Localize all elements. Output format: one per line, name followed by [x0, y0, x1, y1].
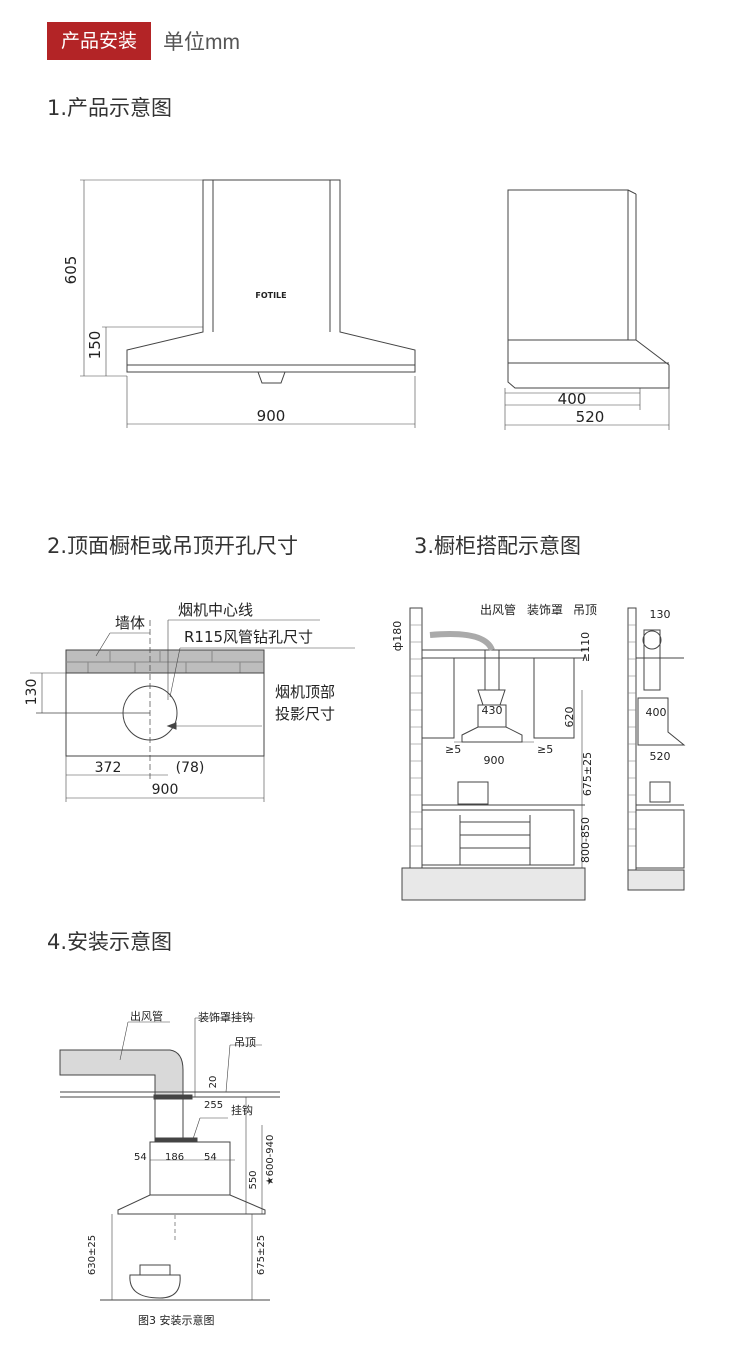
section-title-install: 4.安装示意图	[47, 930, 173, 954]
hood-handle	[257, 371, 286, 384]
duct-flex	[59, 1049, 184, 1096]
projection-rect	[65, 672, 265, 757]
product-diagram: FOTILE 605 150 900 400 520	[62, 179, 670, 430]
dim-520-cab: 520	[650, 750, 671, 763]
label-centerline: 烟机中心线	[178, 601, 253, 619]
section-header: 产品安装 单位mm	[47, 22, 240, 60]
label-projection-2: 投影尺寸	[275, 705, 335, 723]
dim-600-940: ★600-940	[265, 1135, 276, 1186]
dim-130: 130	[24, 679, 40, 706]
dim-620: 620	[563, 707, 576, 728]
label-duct-install: 出风管	[130, 1009, 163, 1023]
dim-186: 186	[165, 1152, 184, 1163]
dim-550: 550	[248, 1170, 259, 1189]
dim-675: 675±25	[581, 752, 594, 796]
figure-caption: 图3 安装示意图	[138, 1313, 215, 1327]
dim-255: 255	[204, 1100, 223, 1111]
dim-54-left: 54	[134, 1152, 147, 1163]
dim-ge5-left: ≥5	[445, 743, 461, 756]
cabinet-diagram: ф180 出风管 装饰罩 吊顶 ≥110 430 620 ≥5 ≥5 900 6…	[391, 602, 686, 901]
hood-side-cabinet	[637, 697, 686, 746]
dim-900: 900	[152, 782, 179, 798]
label-projection-1: 烟机顶部	[275, 683, 335, 701]
dim-depth-inner: 400	[558, 390, 587, 408]
dim-phi180: ф180	[391, 621, 404, 651]
install-badge: 产品安装	[47, 22, 152, 60]
label-cover-cab: 装饰罩	[527, 603, 563, 617]
dim-130-cab: 130	[650, 608, 671, 621]
section-title-cabinet: 3.橱柜搭配示意图	[414, 534, 582, 558]
dim-20: 20	[208, 1076, 219, 1089]
dim-width: 900	[257, 407, 286, 425]
dim-372: 372	[95, 760, 122, 776]
label-ceiling-cab: 吊顶	[573, 603, 597, 617]
dim-800-850: 800-850	[579, 817, 592, 863]
brand-logo: FOTILE	[255, 291, 286, 300]
label-hole-size: R115风管钻孔尺寸	[184, 628, 313, 646]
label-hook: 挂钩	[231, 1103, 253, 1117]
dim-675-install: 675±25	[256, 1235, 267, 1275]
label-wall: 墙体	[115, 614, 145, 632]
dim-depth: 520	[576, 408, 605, 426]
hood-install	[117, 1194, 266, 1215]
dim-630: 630±25	[87, 1235, 98, 1275]
dim-height: 605	[62, 256, 80, 285]
label-duct-cab: 出风管	[480, 602, 516, 617]
dim-54-right: 54	[204, 1152, 217, 1163]
dim-430: 430	[482, 704, 503, 717]
dim-hood-height: 150	[86, 331, 104, 360]
dim-900-cab: 900	[484, 754, 505, 767]
hood-front-outline	[126, 179, 416, 373]
dim-78: (78)	[176, 760, 205, 776]
section-title-cutout: 2.顶面橱柜或吊顶开孔尺寸	[47, 534, 299, 558]
cutout-diagram: 墙体 烟机中心线 R115风管钻孔尺寸 烟机顶部 投影尺寸 130 372 (7…	[24, 601, 355, 802]
dim-110: ≥110	[579, 632, 592, 662]
label-hook-cover: 装饰罩挂钩	[198, 1010, 253, 1024]
unit-label: 单位mm	[163, 31, 241, 54]
dim-ge5-right: ≥5	[537, 743, 553, 756]
dim-400-cab: 400	[646, 706, 667, 719]
section-title-product: 1.产品示意图	[47, 96, 173, 120]
label-ceiling-install: 吊顶	[234, 1036, 256, 1049]
